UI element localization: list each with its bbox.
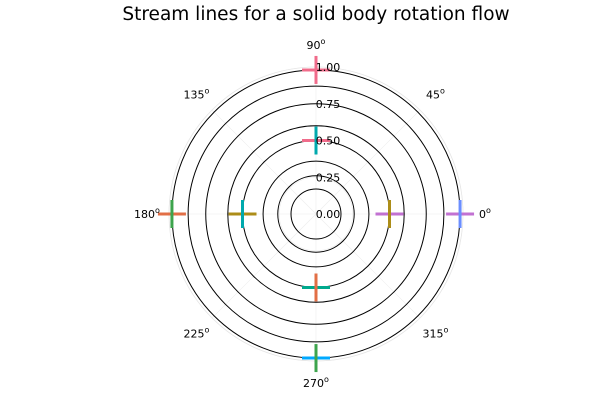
angular-tick-value: 270: [303, 377, 324, 390]
stream-line: [277, 175, 355, 253]
radial-tick-label: 0.75: [316, 98, 341, 111]
radial-tick-label: 0.50: [316, 135, 341, 148]
chart-title: Stream lines for a solid body rotation f…: [122, 4, 509, 25]
angular-tick-label: 0o: [479, 206, 491, 221]
radial-tick-label: 1.00: [316, 61, 341, 74]
stream-line: [262, 160, 370, 268]
stream-line: [205, 103, 427, 325]
radial-tick-labels: 0.00 0.25 0.50 0.75 1.00: [316, 61, 341, 221]
angular-tick-label: 225o: [184, 326, 210, 341]
radial-tick-label: 0.00: [316, 208, 341, 221]
degree-superscript: o: [440, 86, 445, 95]
angular-tick-value: 225: [184, 328, 205, 341]
degree-superscript: o: [324, 375, 329, 384]
angular-tick-label: 90o: [307, 37, 326, 52]
angular-tick-value: 90: [307, 39, 321, 52]
degree-superscript: o: [205, 86, 210, 95]
angular-tick-label: 315o: [423, 326, 449, 341]
markers: [157, 55, 475, 373]
degree-superscript: o: [205, 326, 210, 335]
angular-tick-value: 135: [184, 88, 205, 101]
angular-tick-label: 45o: [426, 86, 445, 101]
angular-tick-label: 180o: [134, 206, 160, 221]
angular-tick-value: 315: [423, 328, 444, 341]
degree-superscript: o: [155, 206, 160, 215]
degree-superscript: o: [444, 326, 449, 335]
stream-line: [187, 85, 445, 343]
grid-circle: [278, 176, 354, 252]
stream-line: [227, 125, 405, 303]
angular-tick-label: 135o: [184, 86, 210, 101]
angular-tick-value: 0: [479, 208, 486, 221]
degree-superscript: o: [486, 206, 491, 215]
stream-line: [290, 188, 342, 240]
angular-tick-value: 45: [426, 88, 440, 101]
degree-superscript: o: [321, 37, 326, 46]
angular-tick-label: 270o: [303, 375, 329, 390]
radial-tick-label: 0.25: [316, 171, 341, 184]
angular-tick-value: 180: [134, 208, 155, 221]
